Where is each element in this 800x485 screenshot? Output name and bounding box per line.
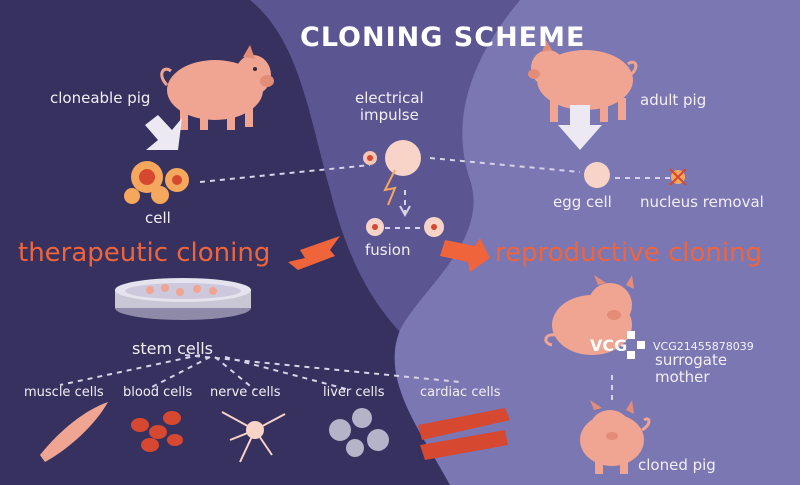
reproductive-cloning-label: reproductive cloning bbox=[495, 238, 763, 268]
blood-cells-illustration bbox=[131, 411, 183, 452]
cardiac-cells-illustration bbox=[418, 408, 510, 460]
connector-lines bbox=[59, 157, 670, 400]
vcg-watermark-logo: VCG bbox=[590, 331, 645, 359]
cell-cluster-illustration bbox=[124, 161, 189, 204]
fusion-label: fusion bbox=[365, 241, 411, 259]
cell-type-liver-label: liver cells bbox=[323, 385, 385, 400]
cloneable-pig-illustration bbox=[160, 45, 274, 130]
surrogate-mother-label: surrogate mother bbox=[655, 351, 728, 386]
therapeutic-arrow-icon bbox=[288, 236, 340, 270]
surrogate-mother-pig-illustration bbox=[544, 275, 634, 355]
egg-cell-illustration bbox=[584, 162, 610, 188]
petri-dish-illustration bbox=[115, 278, 251, 320]
cloned-pig-illustration bbox=[580, 400, 651, 474]
watermark-logo-text: VCG bbox=[590, 336, 627, 355]
adult-pig-label: adult pig bbox=[640, 91, 707, 109]
nucleus-removal-icon bbox=[669, 168, 687, 186]
cell-type-nerve-label: nerve cells bbox=[210, 385, 281, 400]
therapeutic-cloning-label: therapeutic cloning bbox=[18, 238, 271, 268]
stem-cells-label: stem cells bbox=[132, 339, 213, 358]
light-region bbox=[394, 0, 800, 485]
liver-cells-illustration bbox=[329, 408, 389, 457]
adult-pig-illustration bbox=[528, 40, 638, 122]
fusion-cells bbox=[366, 217, 444, 237]
electrical-impulse-label: electrical impulse bbox=[355, 89, 424, 124]
watermark-id-text: VCG21455878039 bbox=[653, 340, 754, 353]
electrical-impulse-cell bbox=[363, 140, 421, 206]
reproductive-arrow-icon bbox=[440, 238, 490, 272]
egg-cell-label: egg cell bbox=[553, 193, 612, 211]
arrow-down-left-icon bbox=[145, 115, 182, 150]
cloned-pig-label: cloned pig bbox=[638, 456, 716, 474]
arrow-down-icon bbox=[558, 105, 602, 150]
page-title: CLONING SCHEME bbox=[300, 22, 586, 53]
cloneable-pig-label: cloneable pig bbox=[50, 89, 151, 107]
arrow-down-icon bbox=[399, 205, 411, 218]
nerve-cells-illustration bbox=[221, 411, 286, 463]
cell-type-blood-label: blood cells bbox=[123, 385, 193, 400]
cell-label: cell bbox=[145, 209, 171, 227]
nucleus-removal-label: nucleus removal bbox=[640, 193, 764, 211]
muscle-cells-illustration bbox=[40, 402, 108, 462]
cell-type-muscle-label: muscle cells bbox=[24, 385, 104, 400]
cell-type-cardiac-label: cardiac cells bbox=[420, 385, 501, 400]
